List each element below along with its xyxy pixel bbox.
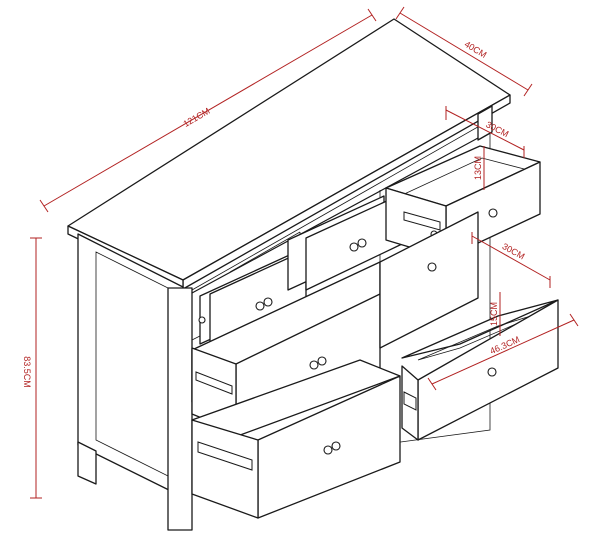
dim-line-large-drawer-depth: [471, 235, 551, 281]
drawer-slide: [197, 441, 253, 471]
large-drawer-bottom-left[interactable]: [191, 359, 401, 519]
knob-icon[interactable]: [309, 360, 319, 370]
drawer-slide: [403, 391, 417, 411]
large-drawer-bottom-right[interactable]: [401, 299, 559, 441]
rear-leg: [77, 441, 97, 485]
dim-line-large-drawer-width: [431, 319, 575, 385]
front-left-leg: [167, 287, 193, 531]
knob-icon[interactable]: [357, 238, 367, 248]
dim-tick: [569, 313, 579, 327]
knob-icon[interactable]: [317, 356, 327, 366]
dim-tick: [395, 6, 405, 20]
knob-icon[interactable]: [255, 301, 265, 311]
drawer-side: [191, 419, 259, 519]
dim-tick: [39, 199, 49, 213]
dim-label-small-drawer-height: 13CM: [473, 156, 483, 180]
drawer-slide: [403, 211, 441, 231]
knob-icon[interactable]: [323, 445, 333, 455]
dim-label-large-drawer-depth: 30CM: [501, 241, 527, 261]
dim-tick: [367, 8, 377, 22]
dim-tick: [427, 377, 437, 391]
top-rail: [191, 137, 479, 294]
screw-icon: [198, 316, 206, 324]
dimension-lines: [30, 6, 579, 499]
dim-line-width: [43, 14, 373, 207]
dim-tick: [523, 83, 533, 97]
upper-shelf-line: [229, 231, 301, 273]
knob-icon[interactable]: [331, 441, 341, 451]
knob-icon[interactable]: [488, 208, 498, 218]
dresser-carcass: [67, 18, 511, 531]
drawer-slide: [195, 371, 233, 395]
dim-label-height: 83.5CM: [22, 356, 32, 388]
dim-label-depth: 40CM: [463, 39, 489, 60]
drawer-middle-right[interactable]: [379, 211, 479, 349]
dim-label-width: 121CM: [181, 106, 211, 129]
knob-icon[interactable]: [487, 367, 497, 377]
knob-icon[interactable]: [263, 297, 273, 307]
dim-line-small-drawer-depth: [445, 109, 525, 151]
knob-icon[interactable]: [427, 262, 437, 272]
drawer-front: [379, 211, 479, 349]
knob-icon[interactable]: [349, 242, 359, 252]
dim-line-depth: [399, 12, 529, 91]
small-drawer-left[interactable]: [198, 249, 307, 347]
dim-label-large-drawer-height: 15CM: [489, 302, 499, 326]
